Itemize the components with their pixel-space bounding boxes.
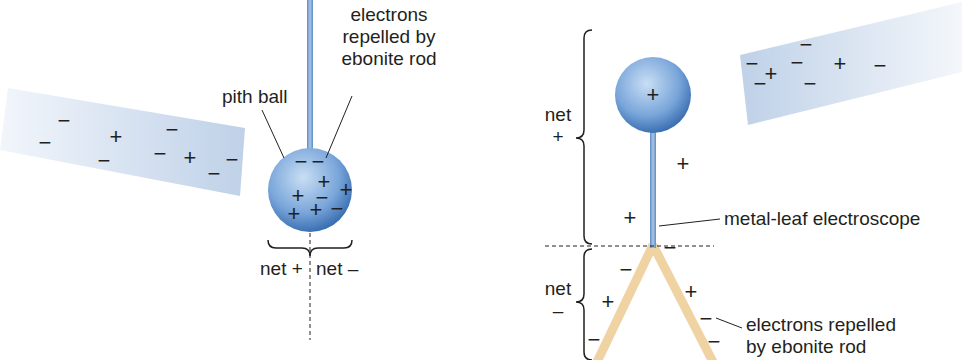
charge-sign: − xyxy=(312,151,325,173)
brace xyxy=(576,30,592,244)
charge-sign: + xyxy=(624,207,637,229)
charge-sign: − xyxy=(58,110,71,132)
callout-label: pith ball xyxy=(222,86,288,108)
divider-line xyxy=(310,233,311,340)
charge-sign: − xyxy=(664,237,677,259)
charge-sign: − xyxy=(754,73,767,95)
leader-line xyxy=(262,110,284,158)
charge-sign: − xyxy=(746,53,759,75)
charge-sign: − xyxy=(700,308,713,330)
pith-ball-thread xyxy=(307,0,313,152)
charge-sign: + xyxy=(602,291,615,313)
charge-sign: − xyxy=(588,329,601,351)
charge-sign: − xyxy=(39,132,52,154)
charge-sign: + xyxy=(765,63,778,85)
callout-label: net – xyxy=(538,278,578,322)
charge-sign: + xyxy=(110,126,123,148)
charge-sign: − xyxy=(331,198,344,220)
charge-sign: + xyxy=(685,281,698,303)
charge-sign: − xyxy=(226,149,239,171)
charge-sign: + xyxy=(288,203,301,225)
electroscope-rod xyxy=(650,128,656,248)
leader-line xyxy=(716,318,742,328)
charge-sign: − xyxy=(800,34,813,56)
electroscope-ball xyxy=(615,57,691,133)
divider-line xyxy=(545,246,714,247)
callout-label: net + xyxy=(538,104,578,148)
charge-sign: − xyxy=(98,150,111,172)
metal-leaves xyxy=(597,245,713,360)
charge-sign: − xyxy=(154,143,167,165)
callout-label: net + xyxy=(260,258,303,280)
ebonite-rod xyxy=(0,88,245,196)
ebonite-rod xyxy=(740,2,962,125)
charge-sign: − xyxy=(620,259,633,281)
charge-sign: + xyxy=(184,147,197,169)
leader-line xyxy=(326,96,352,158)
pith-ball xyxy=(268,148,352,232)
leader-line xyxy=(659,219,720,226)
brace xyxy=(268,240,352,256)
charge-sign: − xyxy=(708,331,721,353)
charge-sign: − xyxy=(316,187,329,209)
charge-sign: − xyxy=(295,151,308,173)
charge-sign: − xyxy=(166,119,179,141)
callout-label: electrons repelled by ebonite rod xyxy=(746,314,916,358)
callout-label: net – xyxy=(316,258,358,280)
callout-label: metal-leaf electroscope xyxy=(724,208,920,230)
charge-sign: + xyxy=(647,84,660,106)
charge-sign: − xyxy=(208,163,221,185)
charge-sign: − xyxy=(804,73,817,95)
callout-label: electrons repelled by ebonite rod xyxy=(333,4,445,70)
charge-sign: + xyxy=(677,153,690,175)
charge-sign: + xyxy=(834,53,847,75)
charge-sign: − xyxy=(874,55,887,77)
